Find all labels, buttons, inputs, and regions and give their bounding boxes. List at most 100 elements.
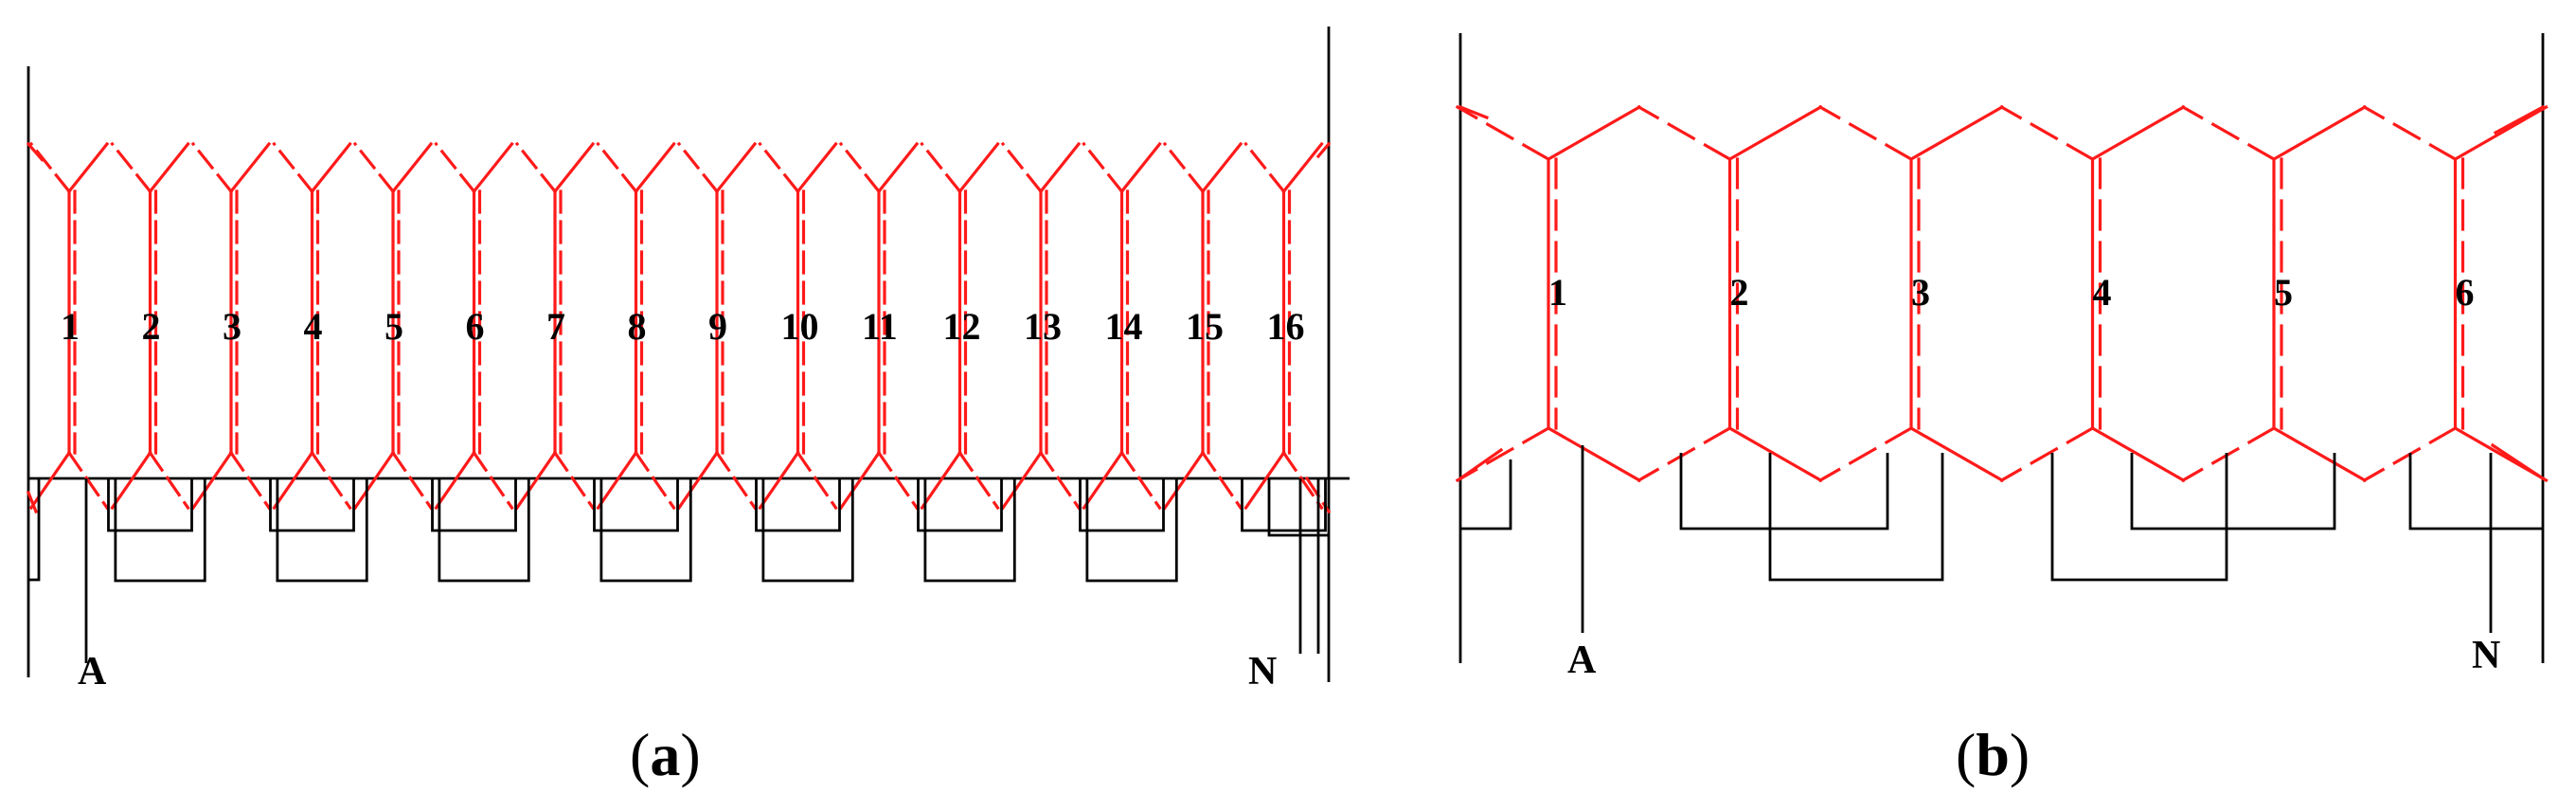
top-end-solid — [472, 141, 514, 194]
top-end-dashed — [514, 141, 558, 194]
top-end-dashed — [1243, 141, 1286, 194]
top-end-solid — [310, 141, 352, 194]
group-connection — [438, 478, 530, 583]
coil-label: 4 — [304, 305, 323, 348]
lead-connection — [28, 478, 41, 582]
top-end-solid — [390, 141, 434, 194]
panel-a-caption: (a) — [630, 721, 701, 788]
top-end-dashed — [272, 141, 314, 194]
panel-a-terminal-end: N — [1248, 650, 1277, 693]
coil-label: 2 — [1730, 271, 1749, 314]
top-end-dashed — [920, 141, 962, 194]
coil-label: 10 — [781, 305, 819, 348]
coil-label: 11 — [862, 305, 898, 348]
top-end-solid — [1200, 141, 1243, 194]
top-end-dashed — [190, 141, 234, 194]
bottom-end-solid — [2090, 425, 2186, 483]
top-end-dashed — [1817, 104, 1914, 162]
coil-label: 5 — [385, 305, 403, 348]
top-end-dashed — [1999, 104, 2095, 162]
pole-connection — [269, 478, 355, 532]
coil-label: 12 — [943, 305, 981, 348]
bottom-end-solid — [838, 450, 882, 511]
bottom-end-dashed — [1999, 425, 2095, 483]
top-end-dashed — [1162, 141, 1206, 194]
bottom-end-dashed — [1200, 450, 1243, 511]
group-connection — [1085, 478, 1178, 583]
coil-label: 8 — [628, 305, 647, 348]
pole-connection — [593, 478, 679, 532]
bottom-end-dashed — [1637, 425, 1732, 483]
bottom-end-dashed — [390, 450, 434, 511]
top-end-dashed — [2180, 104, 2277, 162]
edge-end-dashed — [26, 141, 50, 169]
edge-end-solid — [2490, 442, 2546, 481]
bottom-end-solid — [514, 450, 558, 511]
top-end-dashed — [838, 141, 882, 194]
top-end-solid — [2090, 104, 2186, 162]
bottom-end-dashed — [228, 450, 272, 511]
top-end-solid — [876, 141, 920, 194]
coil-label: 14 — [1105, 305, 1143, 348]
edge-end-solid — [1458, 447, 1504, 481]
bottom-end-dashed — [472, 450, 514, 511]
bottom-end-solid — [190, 450, 234, 511]
bottom-end-solid — [1082, 450, 1124, 511]
panel-a-terminal-start: A — [78, 650, 107, 693]
top-end-solid — [714, 141, 758, 194]
top-end-dashed — [1082, 141, 1124, 194]
bottom-end-solid — [110, 450, 152, 511]
bottom-end-solid — [676, 450, 720, 511]
top-end-solid — [1727, 104, 1823, 162]
group-connection — [599, 478, 692, 583]
top-end-solid — [2271, 104, 2368, 162]
coil-label: 13 — [1024, 305, 1062, 348]
coil-label: 16 — [1267, 305, 1305, 348]
bottom-end-solid — [1162, 450, 1206, 511]
coil-label: 6 — [2456, 271, 2475, 314]
top-end-dashed — [1000, 141, 1044, 194]
top-end-dashed — [758, 141, 800, 194]
top-end-dashed — [110, 141, 152, 194]
coil-label: 3 — [223, 305, 242, 348]
coil-label: 6 — [466, 305, 485, 348]
pole-connection — [755, 478, 841, 532]
top-end-solid — [1281, 141, 1324, 194]
bottom-end-dashed — [634, 450, 676, 511]
coil-label: 9 — [708, 305, 727, 348]
bottom-end-solid — [434, 450, 476, 511]
panel-a-coils — [26, 141, 1332, 514]
pole-connection — [1079, 478, 1165, 532]
coil-label: 2 — [142, 305, 161, 348]
bottom-end-dashed — [1281, 450, 1324, 511]
group-connection — [761, 478, 854, 583]
bottom-end-solid — [1727, 425, 1823, 483]
group-connection — [1768, 453, 1944, 582]
panel-b-caption: (b) — [1956, 721, 2030, 788]
bottom-end-solid — [758, 450, 800, 511]
bottom-end-solid — [352, 450, 396, 511]
bottom-end-solid — [1546, 425, 1642, 483]
top-end-dashed — [676, 141, 720, 194]
bottom-end-dashed — [957, 450, 1000, 511]
top-end-solid — [552, 141, 596, 194]
top-end-solid — [1546, 104, 1642, 162]
panel-b-connections — [1460, 445, 2543, 633]
coil-label: 3 — [1911, 271, 1930, 314]
lead-connection — [1460, 459, 1512, 531]
panel-b-coils — [1455, 104, 2549, 483]
coil-label: 5 — [2274, 271, 2293, 314]
group-connection — [276, 478, 368, 583]
bottom-end-dashed — [1119, 450, 1162, 511]
top-end-dashed — [1637, 104, 1732, 162]
top-end-solid — [1119, 141, 1162, 194]
pole-connection — [431, 478, 517, 532]
top-end-solid — [2453, 104, 2549, 162]
top-end-dashed — [596, 141, 638, 194]
panel-a-connections — [28, 478, 1329, 663]
